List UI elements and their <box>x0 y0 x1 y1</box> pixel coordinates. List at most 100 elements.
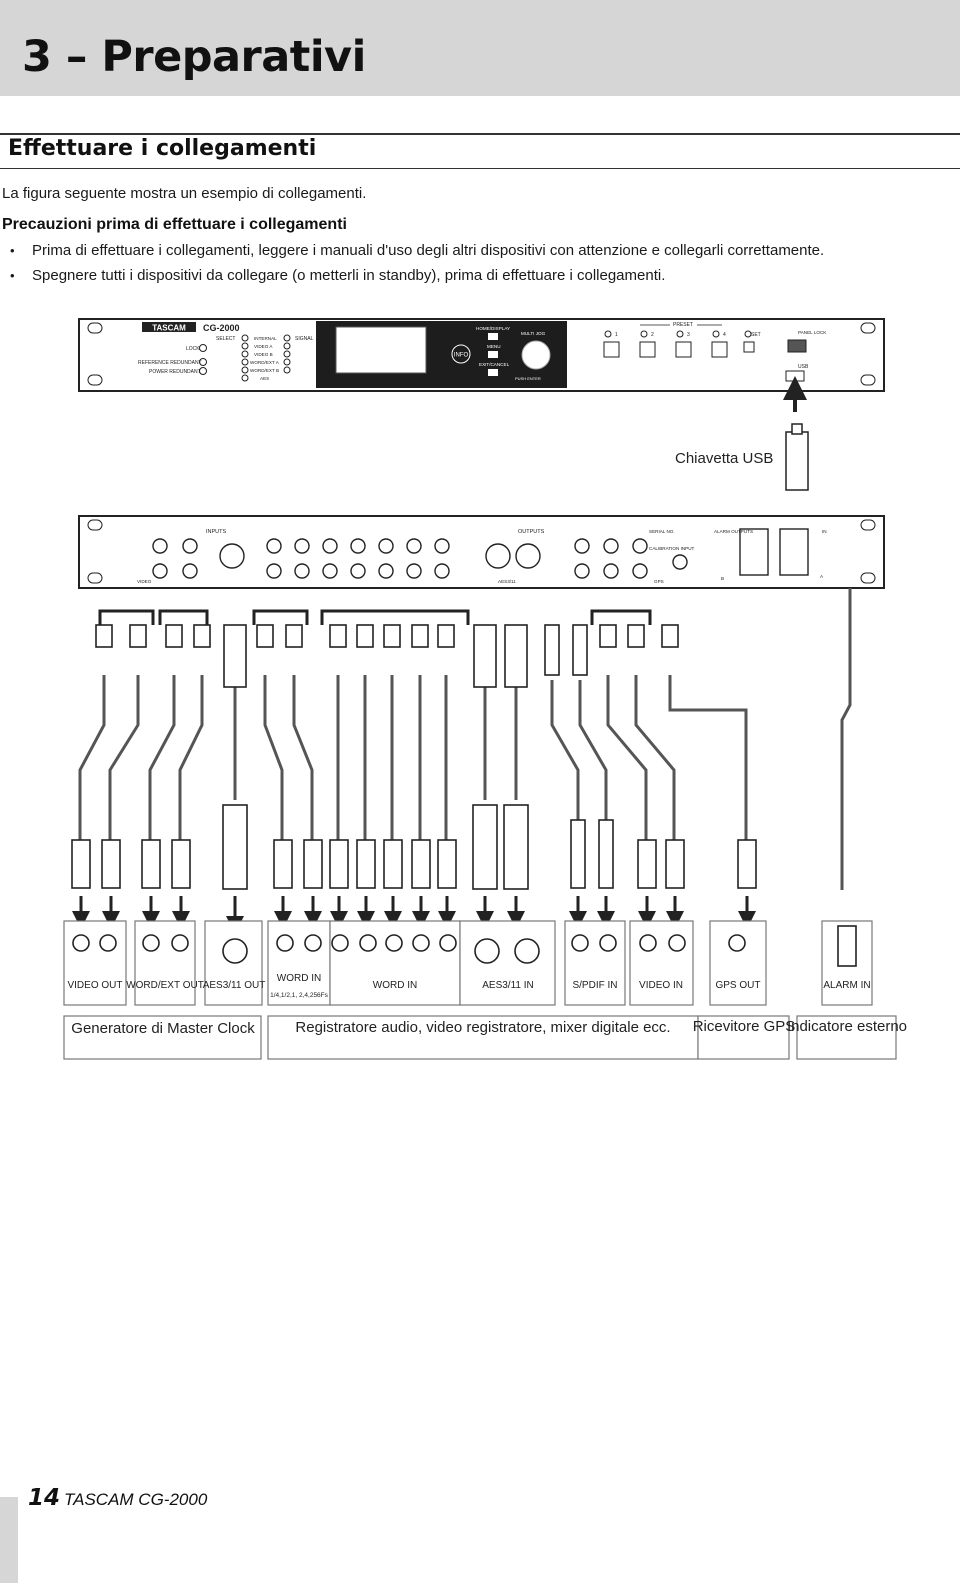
preset-1-button[interactable] <box>603 341 620 358</box>
device-label: GPS OUT <box>715 980 760 991</box>
front-panel: TASCAM CG-2000 LOCK REFERENCE REDUNDANT … <box>78 318 885 392</box>
cable-lines <box>78 588 852 890</box>
signal-label: SIGNAL <box>295 336 314 342</box>
calibration-input-label: CALIBRATION INPUT <box>649 546 695 551</box>
model-text: CG-2000 <box>203 323 240 333</box>
lcd-screen <box>335 326 427 374</box>
device-label: WORD IN <box>373 980 417 991</box>
group-label-recorders: Registratore audio, video registratore, … <box>295 1019 670 1036</box>
device-box-word-in <box>329 920 461 1006</box>
usb-label: USB <box>798 364 809 370</box>
multi-jog-label: MULTI JOG <box>521 331 546 336</box>
device-box-aes-in <box>459 920 556 1006</box>
a-label: A <box>820 574 824 579</box>
set-button[interactable] <box>743 341 755 353</box>
preset-led-icon <box>676 330 684 338</box>
select-item-label: WORD/EXT A <box>250 360 280 365</box>
power-redundant-label: POWER REDUNDANT <box>149 369 201 375</box>
aes-label: AES3/11 <box>498 579 516 584</box>
device-label: AES3/11 OUT <box>203 980 266 991</box>
device-box-word-ext-out <box>134 920 196 1006</box>
device-label: VIDEO IN <box>639 980 683 991</box>
header-band <box>0 0 960 96</box>
info-button[interactable] <box>451 344 471 364</box>
usb-stick-icon <box>785 423 809 491</box>
device-label: WORD/EXT OUT <box>126 980 204 991</box>
select-indicators <box>241 334 291 382</box>
inputs-label: INPUTS <box>206 529 227 535</box>
downward-arrows <box>72 896 756 934</box>
serial-no-label: SERIAL NO. <box>649 529 675 534</box>
video-label: VIDEO <box>137 579 152 584</box>
info-label: INFO <box>454 353 469 359</box>
panel-lock-label: PANEL LOCK <box>798 330 827 335</box>
preset-number: 1 <box>615 332 618 338</box>
b-label: B <box>721 576 724 581</box>
section-rule-bottom <box>0 168 960 169</box>
preset-led-icon <box>640 330 648 338</box>
push-enter-label: PUSH ENTER <box>515 376 541 381</box>
list-item-text: Spegnere tutti i dispositivi da collegar… <box>32 267 666 284</box>
outputs-label: OUTPUTS <box>518 529 545 535</box>
lock-led-icon <box>199 344 207 352</box>
select-label: SELECT <box>216 336 235 342</box>
home-display-button[interactable] <box>488 333 498 340</box>
device-box-video-in <box>629 920 694 1006</box>
device-boxes <box>63 920 873 1006</box>
device-sublabel: 1/4,1/2,1, 2,4,256Fs <box>270 992 329 999</box>
multi-jog-dial[interactable] <box>521 340 551 370</box>
rear-panel: INPUTS OUTPUTS SERIAL NO. CALIBRATION IN… <box>78 515 885 589</box>
select-item-label: INTERNAL <box>254 336 277 341</box>
menu-label: MENU <box>487 344 501 349</box>
device-box-aes-out <box>204 920 263 1006</box>
power-inlet-icons <box>739 528 809 576</box>
xlr-jack-icons <box>219 543 541 569</box>
list-item-text: Prima di effettuare i collegamenti, legg… <box>32 242 825 259</box>
device-box-gps-out <box>709 920 767 1006</box>
select-item-label: AES <box>260 376 269 381</box>
preset-label: PRESET <box>673 322 693 328</box>
connection-diagram: TASCAM CG-2000 LOCK REFERENCE REDUNDANT … <box>63 318 907 1060</box>
preset-led-icon <box>712 330 720 338</box>
preset-number: 4 <box>723 332 726 338</box>
intro-text: La figura seguente mostra un esempio di … <box>2 185 367 202</box>
precautions-heading: Precauzioni prima di effettuare i colleg… <box>2 216 347 233</box>
preset-3-button[interactable] <box>675 341 692 358</box>
brand-text: TASCAM <box>152 324 186 333</box>
group-label-external-indicator: Indicatore esterno <box>787 1018 907 1035</box>
gps-label: GPS <box>654 579 664 584</box>
preset-led-icon <box>604 330 612 338</box>
section-rule-top <box>0 133 960 135</box>
usb-stick-label: Chiavetta USB <box>675 450 773 467</box>
list-item: •Prima di effettuare i collegamenti, leg… <box>10 238 824 263</box>
set-led-icon <box>744 330 752 338</box>
chapter-title: 3 – Preparativi <box>22 32 366 82</box>
exit-cancel-button[interactable] <box>488 369 498 376</box>
group-label-gps-receiver: Ricevitore GPS <box>693 1018 796 1035</box>
preset-number: 3 <box>687 332 690 338</box>
connector-plug-icons <box>71 624 757 890</box>
lock-label: LOCK <box>186 346 200 352</box>
select-item-label: VIDEO A <box>254 344 273 349</box>
preset-2-button[interactable] <box>639 341 656 358</box>
brand-logo <box>142 322 196 332</box>
panel-lock-switch[interactable] <box>787 339 807 353</box>
section-title: Effettuare i collegamenti <box>8 136 317 161</box>
preset-4-button[interactable] <box>711 341 728 358</box>
page-number: 14 <box>28 1485 61 1511</box>
power-led-icon <box>199 367 207 375</box>
precautions-list: •Prima di effettuare i collegamenti, leg… <box>10 238 824 288</box>
list-item: •Spegnere tutti i dispositivi da collega… <box>10 263 824 288</box>
device-box-spdif-in <box>564 920 626 1006</box>
select-item-label: WORD/EXT B <box>250 368 279 373</box>
select-item-label: VIDEO B <box>254 352 273 357</box>
bnc-jack-icons <box>152 538 688 579</box>
device-label: S/PDIF IN <box>572 980 617 991</box>
device-label: AES3/11 IN <box>482 980 534 991</box>
group-boxes <box>63 1015 897 1060</box>
home-display-label: HOME/DISPLAY <box>476 326 510 331</box>
device-box-video-out <box>63 920 127 1006</box>
menu-button[interactable] <box>488 351 498 358</box>
exit-cancel-label: EXIT/CANCEL <box>479 362 510 367</box>
device-label: ALARM IN <box>823 980 870 991</box>
